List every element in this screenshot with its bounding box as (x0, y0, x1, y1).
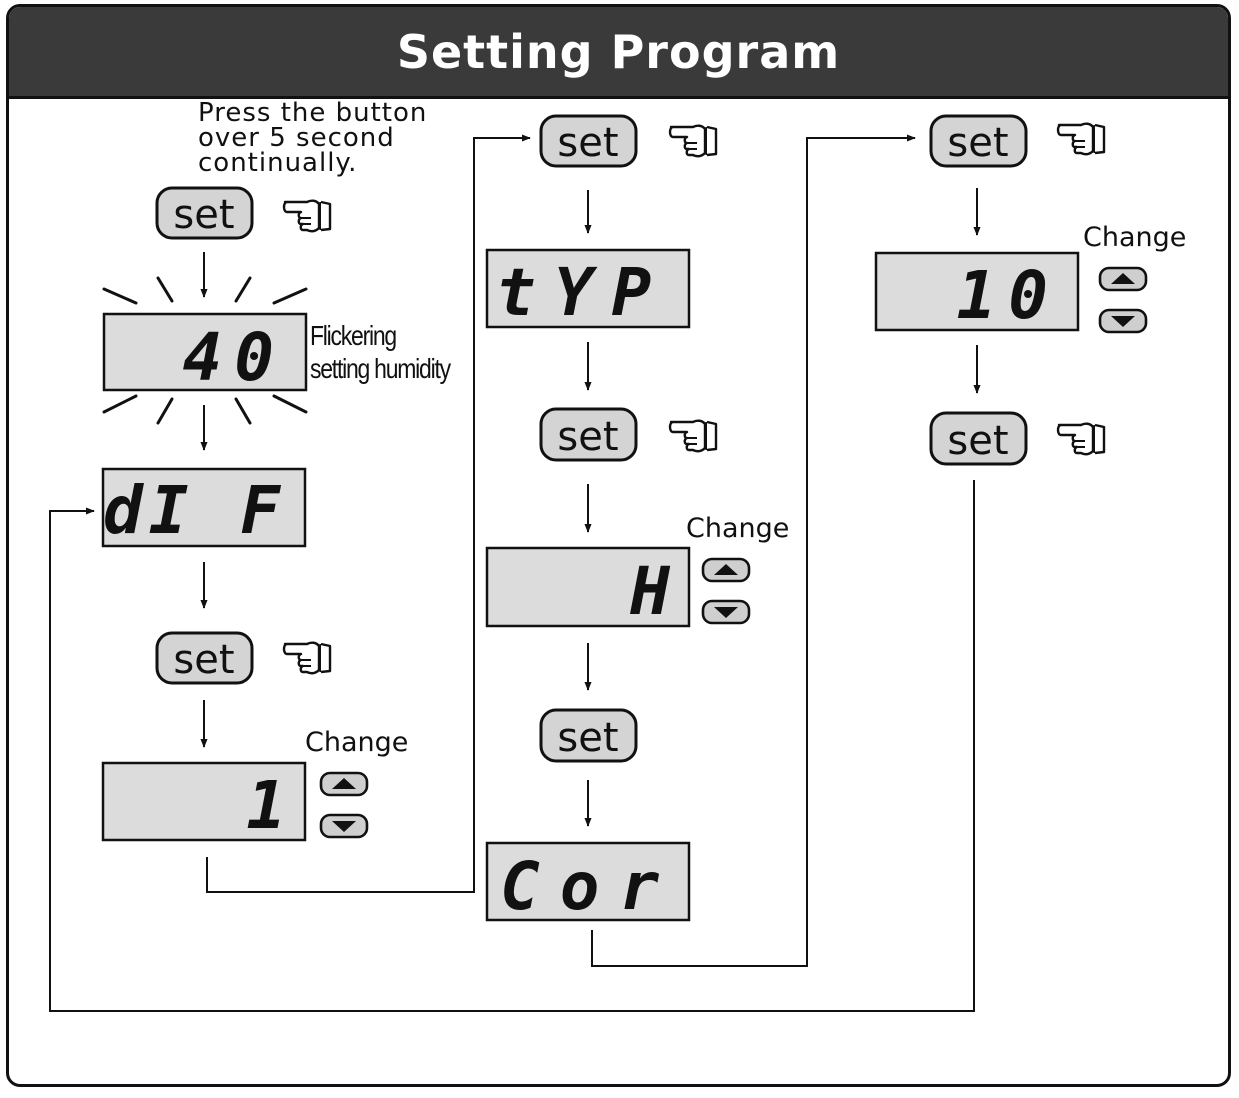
lcd-display-dif: dI F (101, 467, 307, 549)
down-arrow-button-icon[interactable] (319, 813, 369, 839)
pointing-hand-icon (1056, 122, 1106, 156)
set-button-label: set (557, 414, 618, 460)
display-text: dI F (103, 472, 286, 549)
set-button-label: set (173, 192, 234, 238)
set-button-label: set (557, 120, 618, 166)
display-text: 40 (183, 319, 286, 396)
up-arrow-button-icon[interactable] (701, 557, 751, 583)
change-label: Change (305, 727, 409, 758)
lcd-display-dif-value: 1 (101, 761, 307, 844)
instruction-line: continually. (198, 148, 358, 178)
down-arrow-button-icon[interactable] (1098, 308, 1148, 334)
page-title: Setting Program (396, 25, 841, 79)
lcd-display-correction: Cor (485, 841, 691, 925)
set-button[interactable]: set (929, 411, 1028, 466)
display-text: H (629, 553, 670, 630)
change-label: Change (1083, 222, 1187, 253)
set-button[interactable]: set (929, 114, 1028, 168)
flicker-note-line: setting humidity (310, 353, 451, 384)
lcd-display-type: tYP (485, 248, 691, 331)
pointing-hand-icon (1056, 422, 1106, 456)
set-button[interactable]: set (539, 708, 638, 763)
set-button-label: set (947, 120, 1008, 166)
connectors (49, 134, 981, 1012)
set-button[interactable]: set (539, 407, 638, 462)
lcd-display-type-value: H (485, 546, 691, 630)
up-arrow-button-icon[interactable] (319, 771, 369, 797)
instruction-line: over 5 second (198, 123, 395, 153)
up-arrow-button-icon[interactable] (1098, 266, 1148, 292)
flicker-rays-icon (102, 276, 308, 425)
display-text: 10 (957, 257, 1060, 334)
set-button[interactable]: set (539, 114, 638, 168)
diagram-frame: Setting Program (6, 4, 1231, 1087)
set-button-label: set (557, 715, 618, 761)
change-label: Change (686, 513, 790, 544)
set-button-label: set (947, 418, 1008, 464)
set-button[interactable]: set (155, 631, 254, 685)
lcd-display-humidity: 40 (102, 312, 308, 396)
pointing-hand-icon (282, 199, 332, 233)
lcd-display-correction-value: 10 (874, 251, 1080, 334)
set-button-label: set (173, 637, 234, 683)
instruction-line: Press the button (198, 98, 428, 128)
header-bar: Setting Program (9, 7, 1228, 99)
down-arrow-button-icon[interactable] (701, 599, 751, 625)
display-text: tYP (496, 254, 669, 331)
display-text: Cor (500, 848, 679, 925)
pointing-hand-icon (668, 419, 718, 453)
pointing-hand-icon (668, 124, 718, 158)
display-text: 1 (246, 767, 286, 844)
pointing-hand-icon (282, 641, 332, 675)
flicker-note-line: Flickering (310, 320, 397, 351)
set-button[interactable]: set (155, 186, 254, 240)
